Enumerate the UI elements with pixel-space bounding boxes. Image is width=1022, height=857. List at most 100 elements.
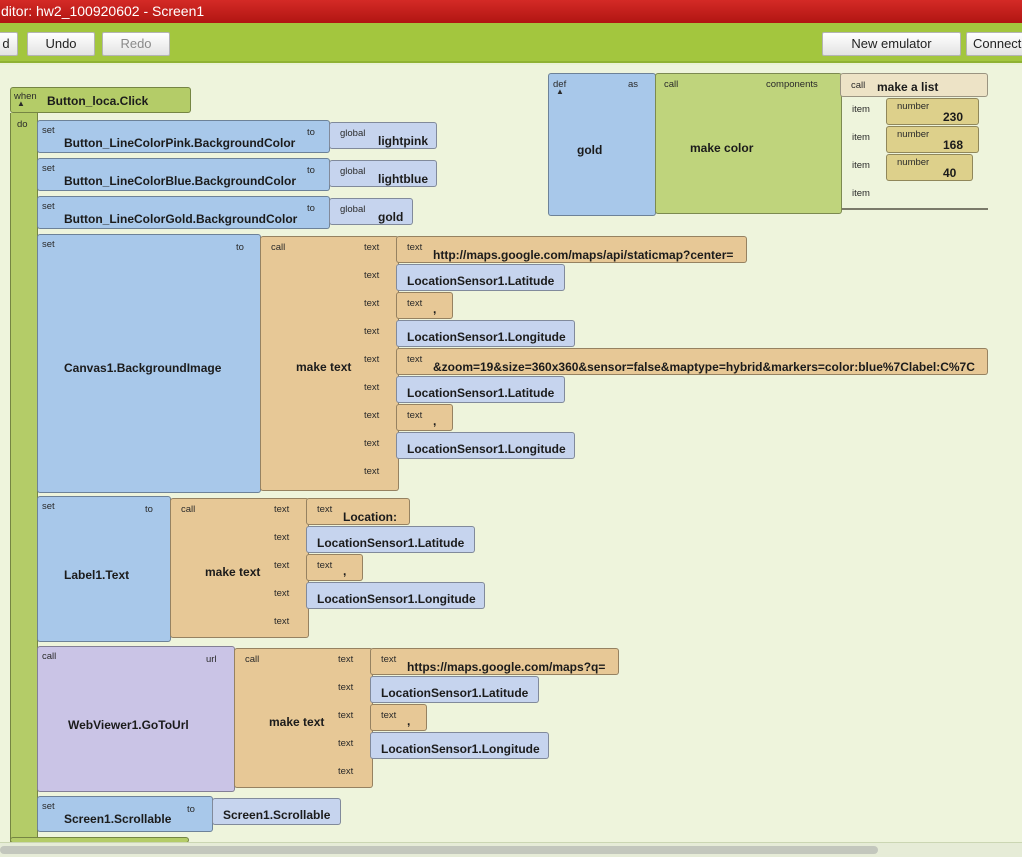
to-keyword: to bbox=[145, 504, 153, 515]
number-block[interactable]: number 168 bbox=[886, 126, 979, 153]
set-blue-block[interactable]: set to Button_LineColorBlue.BackgroundCo… bbox=[37, 158, 330, 191]
global-gold-block[interactable]: global gold bbox=[329, 198, 413, 225]
text-literal-block[interactable]: text , bbox=[306, 554, 363, 581]
global-lightblue-block[interactable]: global lightblue bbox=[329, 160, 437, 187]
text-literal-block[interactable]: text , bbox=[396, 404, 453, 431]
text-socket-label: text bbox=[274, 616, 290, 627]
webviewer-gotourl-block[interactable]: call url WebViewer1.GoToUrl bbox=[37, 646, 235, 792]
text-socket-label: text bbox=[274, 532, 290, 543]
make-text-label: make text bbox=[205, 565, 261, 579]
number-block[interactable]: number 230 bbox=[886, 98, 979, 125]
text-literal-value[interactable]: Location: bbox=[343, 510, 397, 524]
to-keyword: to bbox=[236, 242, 244, 253]
number-value[interactable]: 168 bbox=[943, 138, 964, 152]
global-keyword: global bbox=[340, 128, 366, 139]
latitude-block[interactable]: LocationSensor1.Latitude bbox=[306, 526, 475, 553]
event-do-spine[interactable]: do bbox=[10, 113, 38, 842]
set-screen-scrollable-block[interactable]: set to Screen1.Scrollable bbox=[37, 796, 213, 832]
longitude-block[interactable]: LocationSensor1.Longitude bbox=[370, 732, 549, 759]
longitude-block[interactable]: LocationSensor1.Longitude bbox=[396, 320, 575, 347]
text-socket-label: text bbox=[364, 242, 380, 253]
number-value[interactable]: 230 bbox=[943, 110, 964, 124]
text-literal-block[interactable]: text https://maps.google.com/maps?q= bbox=[370, 648, 619, 675]
redo-button[interactable]: Redo bbox=[102, 32, 170, 56]
cut-button[interactable]: d bbox=[0, 32, 18, 56]
collapse-arrow-icon[interactable]: ▲ bbox=[17, 99, 25, 108]
make-a-list-label: make a list bbox=[877, 80, 939, 94]
text-literal-value[interactable]: , bbox=[407, 714, 411, 728]
global-lightpink-block[interactable]: global lightpink bbox=[329, 122, 437, 149]
longitude-block[interactable]: LocationSensor1.Longitude bbox=[396, 432, 575, 459]
text-keyword: text bbox=[407, 354, 423, 365]
text-literal-block[interactable]: text http://maps.google.com/maps/api/sta… bbox=[396, 236, 747, 263]
latitude-block[interactable]: LocationSensor1.Latitude bbox=[370, 676, 539, 703]
text-literal-block[interactable]: text , bbox=[370, 704, 427, 731]
to-keyword: to bbox=[307, 203, 315, 214]
getter-label: LocationSensor1.Longitude bbox=[407, 442, 566, 456]
text-literal-value[interactable]: , bbox=[343, 564, 347, 578]
set-target: Button_LineColorBlue.BackgroundColor bbox=[64, 174, 296, 188]
when-keyword: when bbox=[14, 91, 37, 102]
longitude-block[interactable]: LocationSensor1.Longitude bbox=[306, 582, 485, 609]
make-text-block[interactable]: call make text text text text text text bbox=[234, 648, 373, 788]
screen-scrollable-getter-block[interactable]: Screen1.Scrollable bbox=[212, 798, 341, 825]
window-title-bar: ditor: hw2_100920602 - Screen1 bbox=[0, 0, 1022, 23]
set-keyword: set bbox=[42, 201, 55, 212]
list-call-keyword: call bbox=[851, 80, 866, 91]
number-block[interactable]: number 40 bbox=[886, 154, 973, 181]
text-literal-block[interactable]: text , bbox=[396, 292, 453, 319]
text-socket-label: text bbox=[274, 588, 290, 599]
text-socket-label: text bbox=[274, 560, 290, 571]
make-a-list-block[interactable]: call make a list bbox=[840, 73, 988, 97]
collapse-arrow-icon[interactable]: ▲ bbox=[556, 87, 564, 96]
horizontal-scrollbar[interactable] bbox=[0, 842, 1022, 857]
global-name: gold bbox=[378, 210, 404, 224]
def-keyword: def bbox=[553, 79, 567, 90]
set-gold-block[interactable]: set to Button_LineColorGold.BackgroundCo… bbox=[37, 196, 330, 229]
number-value[interactable]: 40 bbox=[943, 166, 957, 180]
set-canvas-block[interactable]: set to Canvas1.BackgroundImage bbox=[37, 234, 261, 493]
getter-label: LocationSensor1.Longitude bbox=[317, 592, 476, 606]
set-keyword: set bbox=[42, 239, 55, 250]
global-name: lightpink bbox=[378, 134, 428, 148]
getter-label: LocationSensor1.Latitude bbox=[381, 686, 529, 700]
blocks-toolbar: d Undo Redo New emulator Connect bbox=[0, 23, 1022, 63]
set-pink-block[interactable]: set to Button_LineColorPink.BackgroundCo… bbox=[37, 120, 330, 153]
latitude-block[interactable]: LocationSensor1.Latitude bbox=[396, 264, 565, 291]
text-keyword: text bbox=[381, 710, 397, 721]
text-literal-value[interactable]: http://maps.google.com/maps/api/staticma… bbox=[433, 248, 734, 262]
make-color-block[interactable]: call components make color bbox=[655, 73, 842, 214]
set-target: Button_LineColorPink.BackgroundColor bbox=[64, 136, 296, 150]
text-keyword: text bbox=[407, 298, 423, 309]
url-keyword: url bbox=[206, 654, 217, 665]
event-header-block[interactable]: when ▲ Button_loca.Click bbox=[10, 87, 191, 113]
text-socket-label: text bbox=[364, 354, 380, 365]
text-keyword: text bbox=[381, 654, 397, 665]
text-socket-label: text bbox=[338, 738, 354, 749]
call-target: WebViewer1.GoToUrl bbox=[68, 718, 189, 732]
connect-button[interactable]: Connect bbox=[966, 32, 1022, 56]
text-literal-value[interactable]: , bbox=[433, 302, 437, 316]
text-socket-label: text bbox=[338, 766, 354, 777]
new-emulator-button[interactable]: New emulator bbox=[822, 32, 961, 56]
components-keyword: components bbox=[766, 79, 818, 90]
set-target: Button_LineColorGold.BackgroundColor bbox=[64, 212, 298, 226]
text-literal-block[interactable]: text &zoom=19&size=360x360&sensor=false&… bbox=[396, 348, 988, 375]
set-label-block[interactable]: set to Label1.Text bbox=[37, 496, 171, 642]
latitude-block[interactable]: LocationSensor1.Latitude bbox=[396, 376, 565, 403]
make-text-block[interactable]: call make text text text text text text bbox=[170, 498, 309, 638]
def-variable-block[interactable]: def ▲ as gold bbox=[548, 73, 656, 216]
blocks-workspace[interactable]: def ▲ as gold call components make color… bbox=[0, 65, 1022, 842]
call-keyword: call bbox=[42, 651, 57, 662]
make-text-block[interactable]: call make text text text text text text … bbox=[260, 236, 399, 491]
text-socket-label: text bbox=[364, 326, 380, 337]
text-literal-value[interactable]: https://maps.google.com/maps?q= bbox=[407, 660, 606, 674]
set-keyword: set bbox=[42, 125, 55, 136]
scrollbar-thumb[interactable] bbox=[0, 846, 878, 854]
text-literal-block[interactable]: text Location: bbox=[306, 498, 410, 525]
undo-button[interactable]: Undo bbox=[27, 32, 95, 56]
text-socket-label: text bbox=[364, 410, 380, 421]
def-variable-name[interactable]: gold bbox=[577, 143, 603, 157]
text-literal-value[interactable]: , bbox=[433, 414, 437, 428]
text-literal-value[interactable]: &zoom=19&size=360x360&sensor=false&mapty… bbox=[433, 360, 975, 374]
